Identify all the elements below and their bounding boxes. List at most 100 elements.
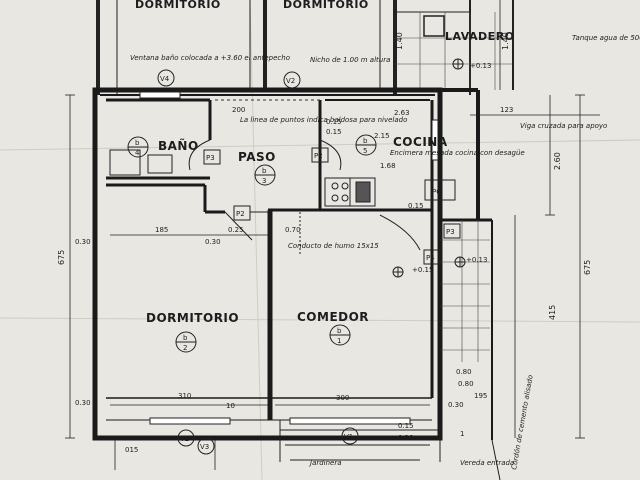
room-tag-b3: b 3	[254, 164, 276, 186]
dim-030d: 0.30	[448, 401, 464, 409]
dim-015d: 0.15	[408, 202, 424, 210]
dim-675a: 675	[57, 250, 66, 265]
dim-1-40b: 1.40	[501, 32, 510, 50]
room-dormitorio-main: DORMITORIO	[146, 311, 239, 325]
svg-text:b: b	[262, 167, 267, 175]
room-lavadero: LAVADERO	[445, 30, 515, 43]
door-tag-p2b: P2	[233, 205, 251, 221]
lavadero-sink	[423, 15, 445, 37]
inner-walls	[100, 94, 435, 421]
dim-1: 1	[460, 430, 464, 438]
note-vereda: Vereda entrada	[460, 459, 514, 467]
dim-300: 300	[336, 394, 349, 402]
dim-020: 0.20	[398, 434, 414, 442]
dim-185: 185	[155, 226, 168, 234]
svg-text:b: b	[363, 137, 368, 145]
dim-168: 1.68	[380, 162, 396, 170]
svg-text:V2: V2	[180, 435, 189, 443]
note-linea-puntos: La linea de puntos indica baldosa para n…	[240, 116, 407, 124]
light-markers	[392, 58, 466, 278]
note-cordon: Cordón de cemento alisado	[510, 374, 535, 470]
note-tanque: Tanque agua de 500 Litros	[572, 34, 640, 42]
window-tag-v2: V2	[177, 429, 195, 447]
dim-310: 310	[178, 392, 191, 400]
room-cocina: COCINA	[393, 135, 448, 149]
note-vigas: Viga cruzada para apoyo	[520, 122, 607, 130]
room-bano: BAÑO	[158, 138, 199, 153]
dim-123: 123	[500, 106, 513, 114]
svg-text:4: 4	[135, 149, 140, 157]
door-tag-p2a: P2	[311, 147, 329, 163]
svg-text:V3: V3	[200, 443, 209, 451]
room-tag-b4: b 4	[127, 136, 149, 158]
door-tag-p4: P4	[423, 249, 441, 265]
dim-080b: 0.80	[458, 380, 474, 388]
bath-fixtures	[109, 149, 173, 176]
door-tag-p3b: P3	[443, 223, 461, 239]
svg-text:b: b	[337, 327, 342, 335]
svg-text:b: b	[135, 139, 140, 147]
window-tag-v2-top: V2	[283, 71, 301, 89]
dim-030a: 0.30	[75, 238, 91, 246]
window-tag-v4: V4	[157, 69, 175, 87]
room-tag-b2: b 2	[175, 331, 197, 353]
dim-675b: 675	[583, 260, 592, 275]
porch-steps	[279, 420, 501, 480]
dim-030c: 0.30	[205, 238, 221, 246]
note-ventana-bano: Ventana baño colocada a +3.60 el antepec…	[130, 54, 290, 62]
dim-015b: 0.15	[326, 118, 342, 126]
dim-415: 415	[548, 305, 557, 320]
svg-text:P2: P2	[236, 210, 245, 218]
note-conducto: Conducto de humo 15x15	[288, 242, 379, 250]
window-tag-v1: V1	[341, 427, 359, 445]
svg-text:3: 3	[262, 177, 266, 185]
window-tag-v3: V3	[197, 437, 215, 455]
dim-015a: +0.15	[412, 266, 433, 274]
pc-label: PC	[432, 188, 441, 196]
dim-1-40a: 1.40	[395, 32, 404, 50]
room-paso: PASO	[238, 150, 276, 164]
lavadero-tiles	[395, 12, 513, 90]
room-dormitorio-top-right: DORMITORIO	[283, 0, 369, 11]
dim-015e: 0.15	[398, 422, 414, 430]
svg-text:b: b	[183, 334, 188, 342]
svg-text:V2: V2	[286, 77, 295, 85]
dim-013: +0.13	[470, 62, 491, 70]
windows	[139, 91, 439, 425]
room-dormitorio-top-left: DORMITORIO	[135, 0, 221, 11]
svg-text:P3: P3	[206, 154, 215, 162]
door-swings	[188, 139, 421, 255]
room-tag-b5: b 5	[355, 134, 377, 156]
svg-text:2: 2	[183, 344, 187, 352]
svg-text:P2: P2	[314, 152, 323, 160]
patio-tiles	[440, 220, 490, 362]
dim-200: 200	[232, 106, 245, 114]
note-cocina: Encimera mesada cocina con desagüe	[390, 149, 525, 157]
dim-015c: 0.15	[326, 128, 342, 136]
svg-text:5: 5	[363, 147, 367, 155]
svg-text:V4: V4	[160, 75, 170, 83]
dim-195: 195	[474, 392, 487, 400]
svg-text:P4: P4	[426, 254, 435, 262]
dim-215: 2.15	[374, 132, 390, 140]
svg-text:V1: V1	[344, 433, 353, 441]
dim-013b: +0.13	[466, 256, 487, 264]
svg-text:P3: P3	[446, 228, 455, 236]
svg-text:1: 1	[337, 337, 341, 345]
dim-030b: 0.30	[75, 399, 91, 407]
dimension-lines	[65, 0, 600, 470]
dim-080: 0.80	[456, 368, 472, 376]
dim-070: 0.70	[285, 226, 301, 234]
room-comedor: COMEDOR	[297, 310, 369, 324]
note-nicho: Nicho de 1.00 m altura	[310, 56, 390, 64]
kitchen-fixtures	[324, 177, 456, 207]
dim-260: 2.60	[553, 152, 562, 170]
door-tag-p3: P3	[203, 149, 221, 165]
dim-10: 10	[226, 402, 235, 410]
room-tag-b1: b 1	[329, 324, 351, 346]
dim-263: 2.63	[394, 109, 410, 117]
note-jardinera: Jardinera	[308, 459, 342, 467]
dim-015f: 015	[125, 446, 138, 454]
dim-025: 0.25	[228, 226, 244, 234]
